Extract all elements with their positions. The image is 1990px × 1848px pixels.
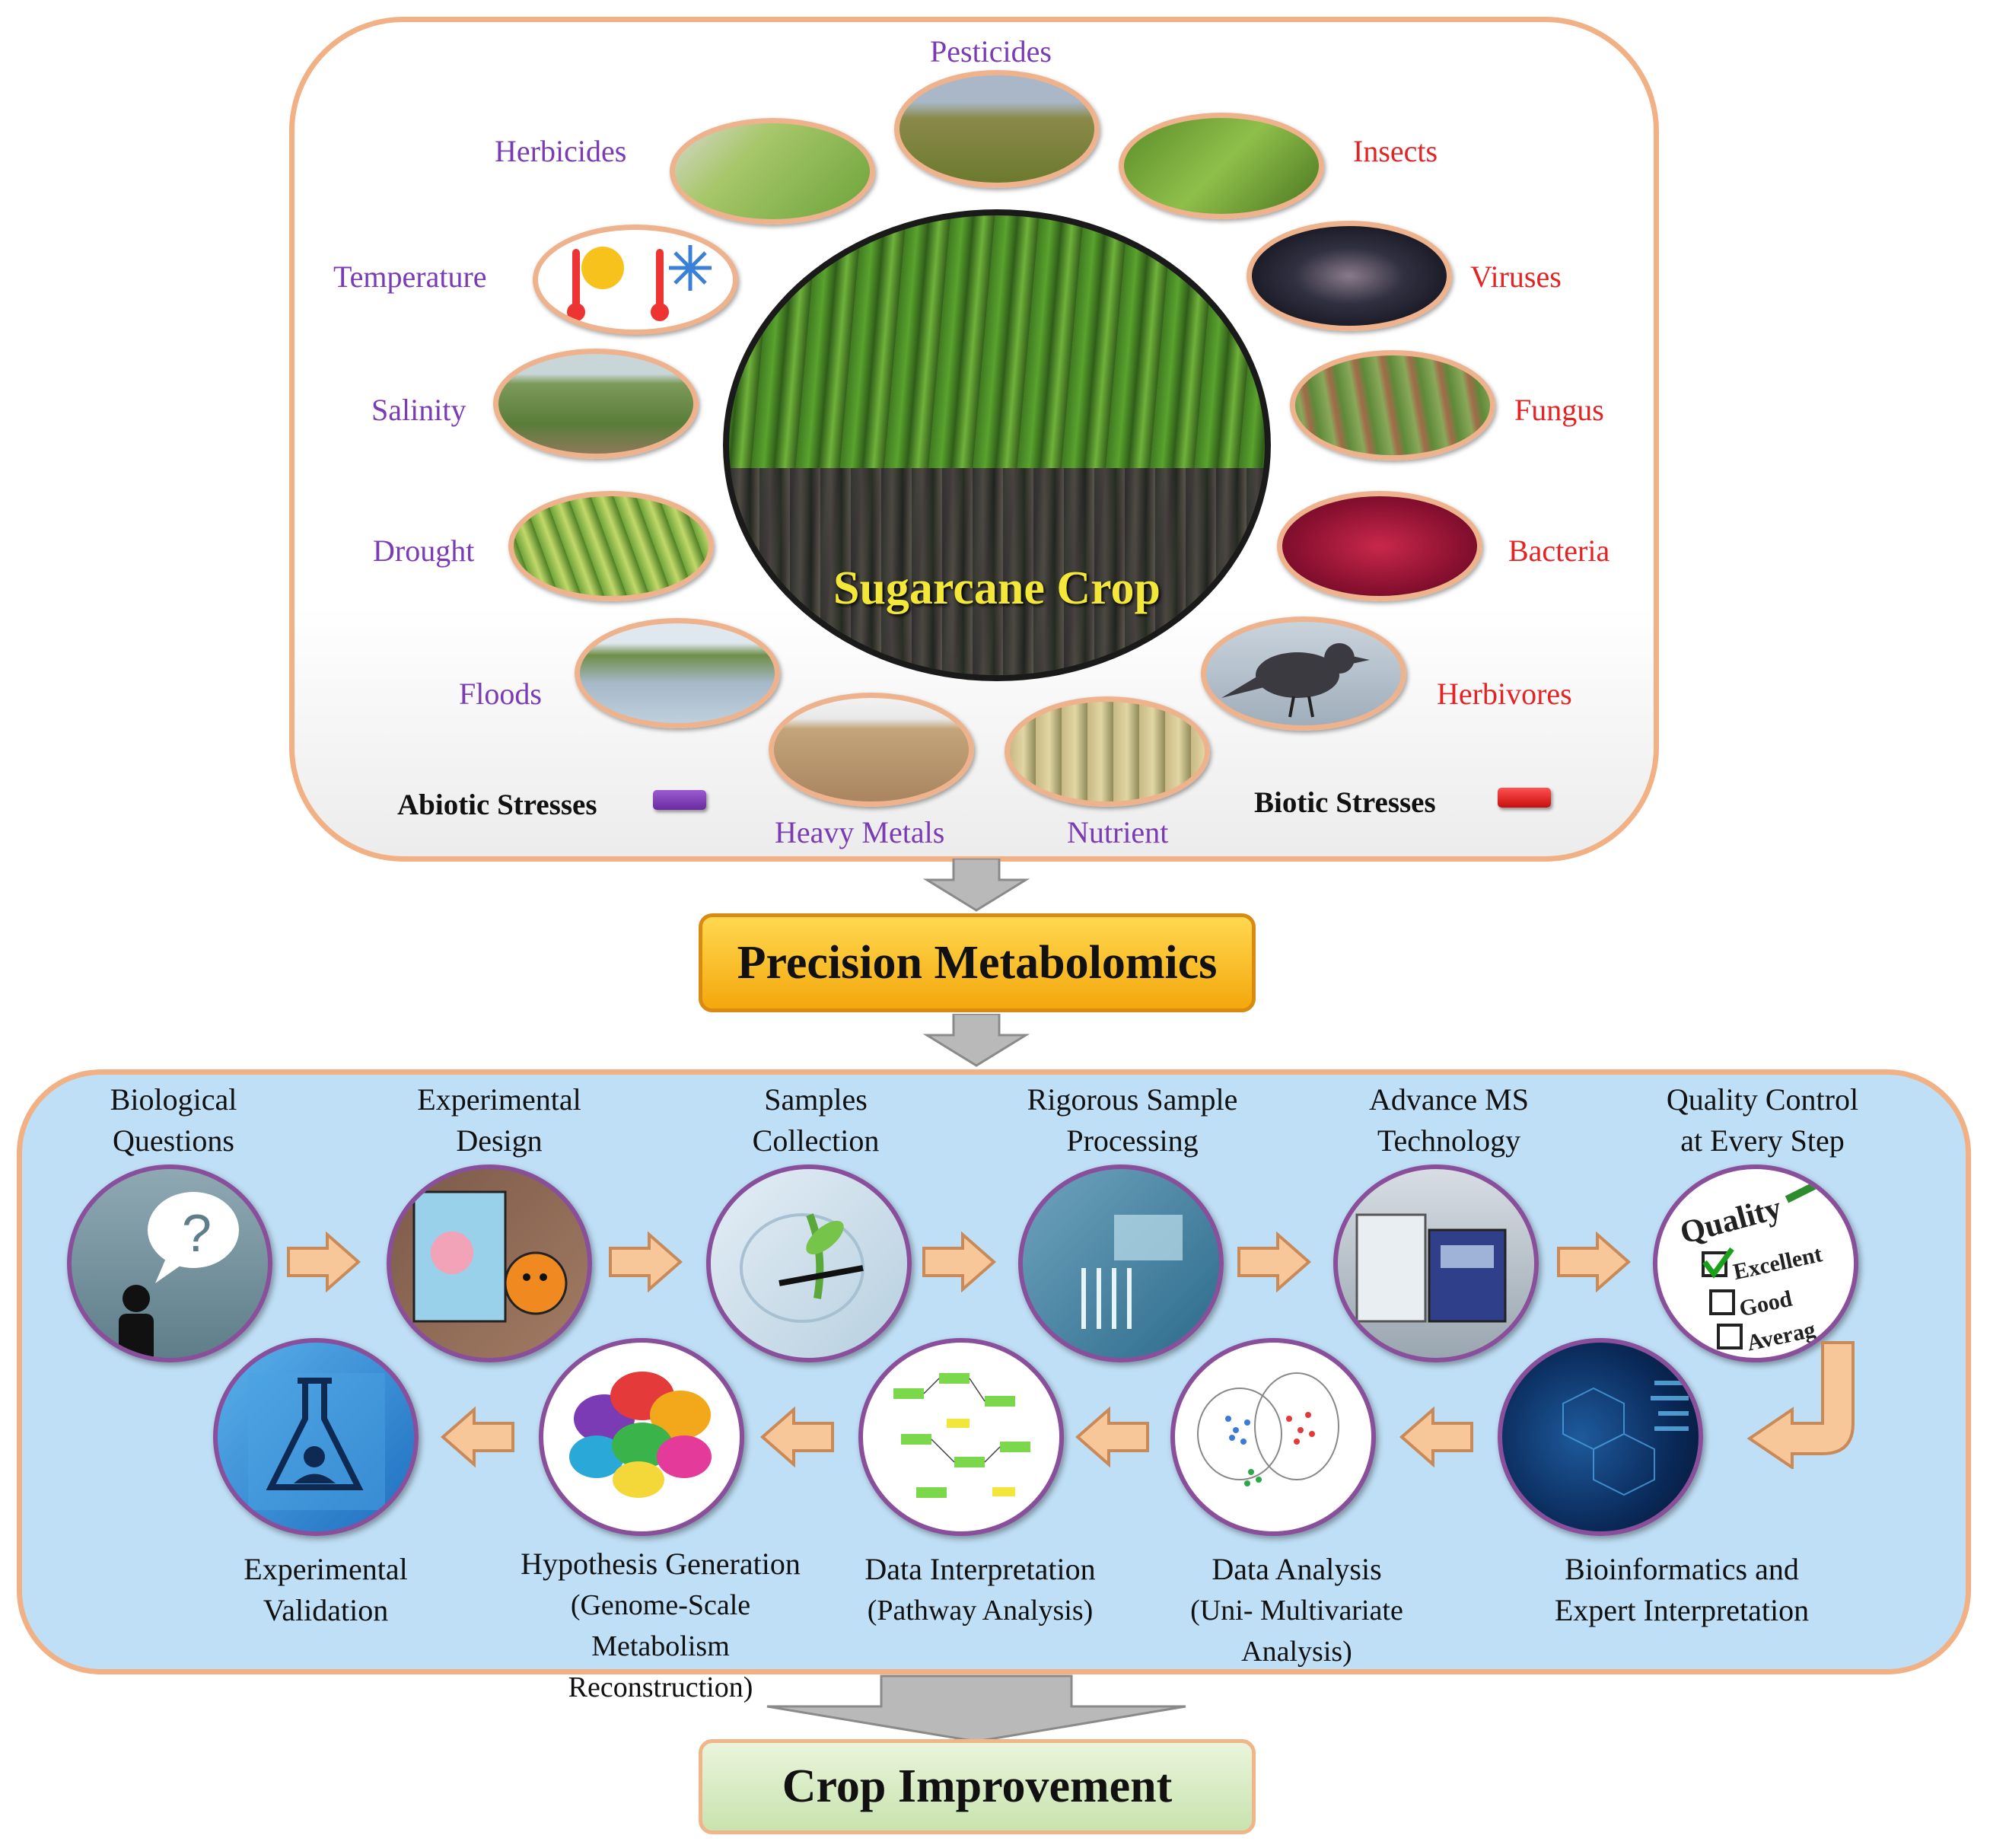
step-bioinformatics: [1498, 1338, 1703, 1536]
thermometer-sun-snow-icon: [567, 245, 712, 321]
pesticides-image: [894, 70, 1100, 188]
question-person-icon: ?: [119, 1192, 239, 1358]
legend-abiotic-swatch: [653, 790, 706, 810]
sugarcane-crop-image: Sugarcane Crop: [723, 209, 1271, 681]
down-arrow-icon: [922, 1014, 1030, 1067]
lab-pipette-icon: [1081, 1215, 1183, 1329]
down-arrow-icon: [922, 859, 1030, 912]
label-salinity: Salinity: [371, 393, 466, 427]
insects-image: [1119, 113, 1324, 219]
label-fungus: Fungus: [1514, 393, 1604, 427]
down-arrow-icon: [766, 1674, 1186, 1743]
step-label-quality-control: Quality Control at Every Step: [1666, 1082, 1859, 1158]
label-floods: Floods: [459, 677, 542, 711]
petri-dish-icon: [740, 1213, 864, 1323]
label-temperature: Temperature: [333, 260, 487, 294]
legend-biotic-label: Biotic Stresses: [1254, 786, 1436, 819]
herbicides-image: [670, 118, 875, 225]
step-label-experimental-design: Experimental Design: [417, 1082, 581, 1158]
salinity-image: [493, 349, 699, 459]
step-data-analysis: [1170, 1338, 1376, 1536]
fungus-image: [1290, 350, 1495, 460]
crop-improvement-box: Crop Improvement: [699, 1739, 1256, 1834]
scatter-plot-icon: [1197, 1372, 1339, 1486]
temperature-image: [533, 225, 738, 335]
left-arrow-icon: [759, 1407, 834, 1467]
label-insects: Insects: [1353, 134, 1438, 168]
viruses-image: [1247, 221, 1452, 331]
label-drought: Drought: [373, 534, 475, 568]
mass-spectrometer-icon: [1355, 1213, 1507, 1323]
step-experimental-validation: [213, 1338, 419, 1536]
svg-text:?: ?: [182, 1203, 212, 1263]
label-pesticides: Pesticides: [930, 34, 1052, 69]
step-label-samples-collection: Samples Collection: [752, 1082, 880, 1158]
label-heavy-metals: Heavy Metals: [775, 815, 945, 849]
digital-network-icon: [1562, 1381, 1689, 1496]
sugarcane-stalks: [729, 468, 1265, 675]
right-arrow-icon: [609, 1231, 683, 1292]
label-herbicides: Herbicides: [495, 134, 627, 168]
bird-icon: [1221, 643, 1370, 718]
svg-text:Excellent: Excellent: [1731, 1241, 1825, 1285]
herbivores-image: [1201, 617, 1406, 731]
svg-text:Good: Good: [1737, 1286, 1795, 1322]
nutrient-image: [1005, 696, 1210, 807]
label-viruses: Viruses: [1470, 260, 1562, 294]
step-label-data-analysis: Data Analysis (Uni- Multivariate Analysi…: [1190, 1552, 1403, 1668]
quality-checklist-icon: Quality Excellent Good Averag: [1676, 1173, 1835, 1356]
label-bacteria: Bacteria: [1508, 534, 1610, 568]
svg-text:Quality: Quality: [1676, 1190, 1785, 1251]
step-label-experimental-validation: Experimental Validation: [244, 1552, 408, 1627]
legend-abiotic-label: Abiotic Stresses: [397, 789, 597, 821]
bent-arrow-icon: [1746, 1341, 1855, 1469]
step-label-sample-processing: Rigorous Sample Processing: [1027, 1082, 1238, 1158]
step-hypothesis-generation: [539, 1338, 744, 1536]
step-data-interpretation: [858, 1338, 1064, 1536]
step-label-bioinformatics: Bioinformatics and Expert Interpretation: [1554, 1552, 1810, 1627]
step-samples-collection: [706, 1165, 912, 1362]
left-arrow-icon: [1399, 1407, 1473, 1467]
right-arrow-icon: [1557, 1231, 1632, 1292]
step-sample-processing: [1018, 1165, 1224, 1362]
step-label-biological-questions: Biological Questions: [110, 1082, 237, 1158]
left-arrow-icon: [1075, 1407, 1149, 1467]
floods-image: [575, 618, 780, 728]
right-arrow-icon: [1237, 1231, 1312, 1292]
step-quality-control: Quality Excellent Good Averag: [1653, 1165, 1858, 1362]
heavy-metals-image: [769, 693, 974, 807]
right-arrow-icon: [287, 1231, 361, 1292]
flask-person-icon: [248, 1373, 385, 1510]
step-biological-questions: ?: [67, 1165, 272, 1362]
left-arrow-icon: [440, 1407, 514, 1467]
legend-biotic-swatch: [1498, 788, 1551, 808]
pathway-map-icon: [893, 1373, 1030, 1498]
right-arrow-icon: [922, 1231, 997, 1292]
bacteria-image: [1277, 491, 1482, 601]
experiment-design-icon: [412, 1190, 568, 1323]
label-nutrient: Nutrient: [1067, 815, 1169, 849]
step-label-data-interpretation: Data Interpretation (Pathway Analysis): [864, 1552, 1096, 1627]
step-ms-technology: [1333, 1165, 1539, 1362]
precision-metabolomics-box: Precision Metabolomics: [699, 913, 1256, 1012]
drought-image: [508, 491, 714, 601]
step-experimental-design: [387, 1165, 592, 1362]
label-herbivores: Herbivores: [1437, 677, 1572, 711]
step-label-hypothesis-generation: Hypothesis Generation (Genome-Scale Meta…: [521, 1547, 801, 1703]
center-title: Sugarcane Crop: [833, 562, 1161, 614]
step-label-ms-technology: Advance MS Technology: [1369, 1082, 1529, 1158]
speech-bubbles-icon: [569, 1372, 712, 1498]
